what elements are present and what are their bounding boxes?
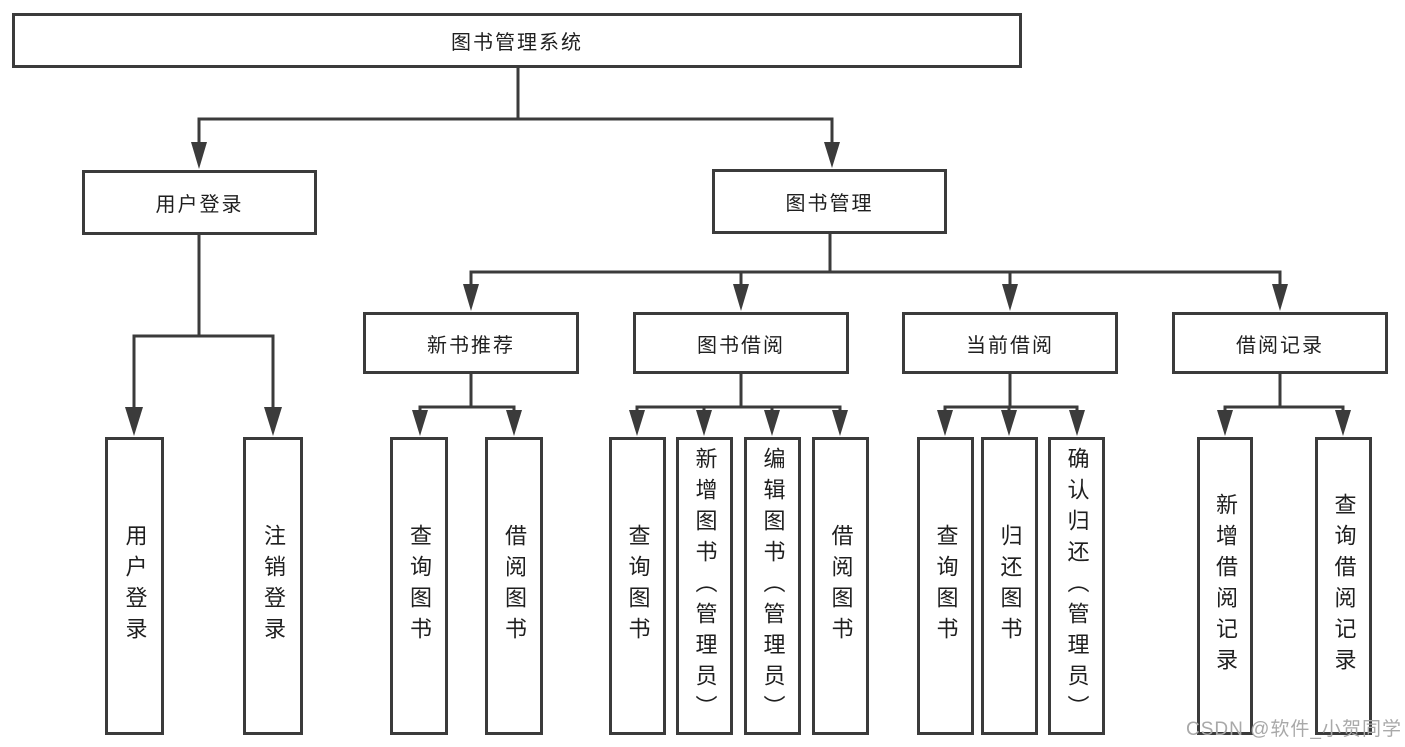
node-add-book-admin: 新增图书（管理员）	[676, 437, 733, 735]
node-label: 查询图书	[625, 524, 651, 648]
node-confirm-return-admin: 确认归还（管理员）	[1048, 437, 1105, 735]
node-label: 注销登录	[261, 524, 286, 648]
node-user-login: 用户登录	[82, 170, 317, 235]
node-return-books: 归还图书	[981, 437, 1038, 735]
node-label: 新书推荐	[427, 334, 515, 357]
node-label: 用户登录	[155, 194, 244, 216]
node-label: 图书借阅	[697, 334, 785, 357]
node-query-books-borrowing: 查询图书	[609, 437, 666, 735]
node-borrow-books: 借阅图书	[812, 437, 869, 735]
node-user-login-leaf: 用户登录	[105, 437, 164, 735]
node-label: 新增借阅记录	[1213, 493, 1238, 679]
node-label: 借阅记录	[1236, 334, 1324, 357]
node-label: 用户登录	[122, 524, 148, 648]
node-borrow-books-recommend: 借阅图书	[485, 437, 543, 735]
node-label: 编辑图书（管理员）	[760, 446, 786, 726]
node-label: 查询图书	[407, 524, 432, 648]
node-label: 确认归还（管理员）	[1064, 446, 1090, 726]
csdn-watermark: CSDN @软件_小贺同学	[1186, 719, 1402, 740]
node-query-borrow-record: 查询借阅记录	[1315, 437, 1372, 735]
node-new-book-recommend: 新书推荐	[363, 312, 579, 374]
node-label: 查询图书	[933, 524, 959, 648]
node-book-borrowing: 图书借阅	[633, 312, 849, 374]
node-query-books-current: 查询图书	[917, 437, 974, 735]
arrowheads	[125, 142, 1351, 436]
node-label: 当前借阅	[966, 334, 1054, 357]
node-current-borrowing: 当前借阅	[902, 312, 1118, 374]
node-library-system: 图书管理系统	[12, 13, 1022, 68]
node-label: 图书管理系统	[451, 32, 583, 54]
node-label: 查询借阅记录	[1331, 493, 1357, 679]
node-book-management: 图书管理	[712, 169, 947, 234]
node-label: 借阅图书	[828, 524, 854, 648]
node-edit-book-admin: 编辑图书（管理员）	[744, 437, 801, 735]
node-add-borrow-record: 新增借阅记录	[1197, 437, 1253, 735]
node-borrow-records: 借阅记录	[1172, 312, 1388, 374]
node-label: 图书管理	[785, 193, 874, 215]
node-logout: 注销登录	[243, 437, 303, 735]
node-query-books-recommend: 查询图书	[390, 437, 448, 735]
node-label: 归还图书	[997, 524, 1023, 648]
node-label: 借阅图书	[502, 524, 527, 648]
node-label: 新增图书（管理员）	[692, 446, 718, 726]
